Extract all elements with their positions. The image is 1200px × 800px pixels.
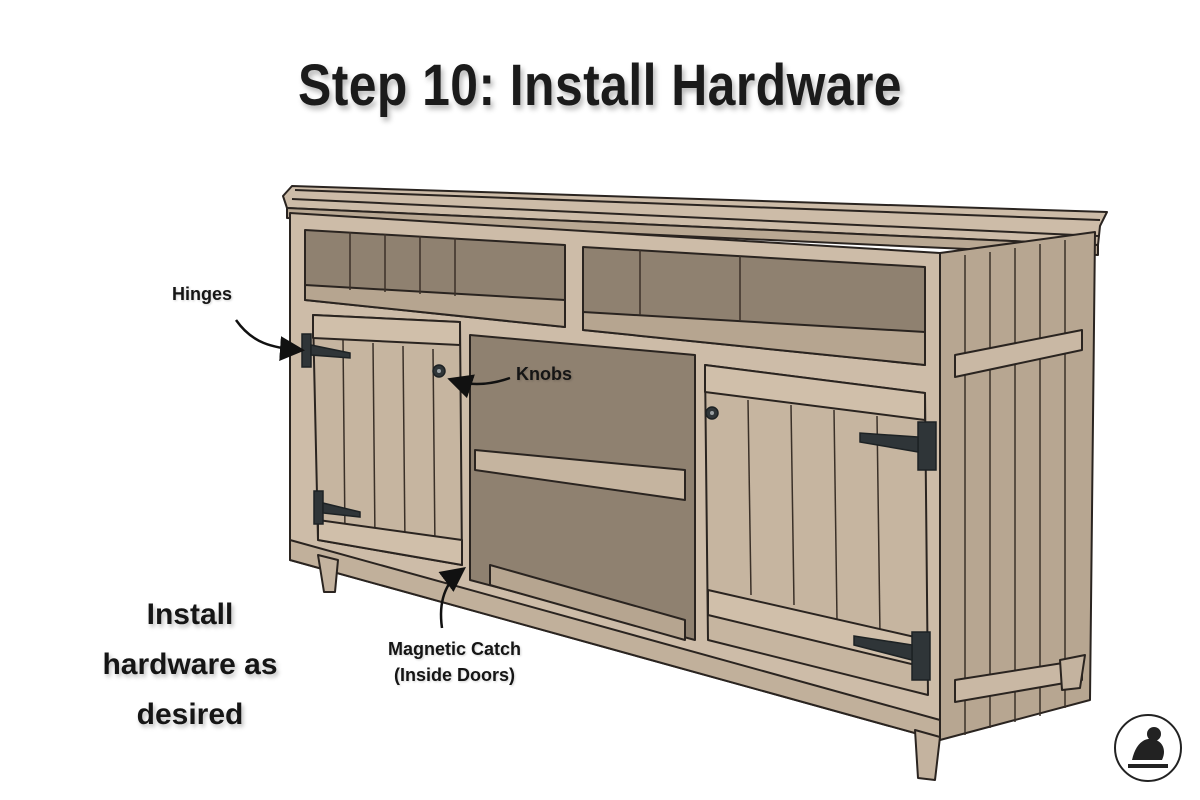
page-title: Step 10: Install Hardware [298, 53, 902, 118]
hinge-right-lower [911, 631, 931, 681]
hinges-arrow [234, 319, 305, 362]
hardware [301, 333, 937, 681]
magnetic-catch-line1: Magnetic Catch [388, 639, 522, 659]
front-right-leg [914, 729, 941, 781]
middle-open-shelves [469, 334, 696, 641]
front-left-leg [317, 554, 339, 593]
hinge-left-lower [313, 490, 324, 525]
magnetic-catch-arrow [438, 566, 466, 629]
side-leg [1059, 654, 1086, 691]
hinge-right-upper [917, 421, 937, 471]
instruction-line1: Install [146, 598, 234, 631]
magnetic-catch-label: Magnetic Catch (Inside Doors) [388, 636, 521, 688]
hinges-label: Hinges [172, 284, 233, 304]
brand-logo-icon [1114, 714, 1182, 782]
instruction-line2: hardware as [102, 648, 278, 681]
instruction-line3: desired [136, 698, 244, 731]
hinge-left-upper [301, 333, 312, 368]
knobs-arrow [447, 374, 511, 399]
knobs-label: Knobs [516, 364, 572, 384]
magnetic-catch-line2: (Inside Doors) [394, 665, 516, 685]
instruction-text: Install hardware as desired [40, 590, 340, 740]
